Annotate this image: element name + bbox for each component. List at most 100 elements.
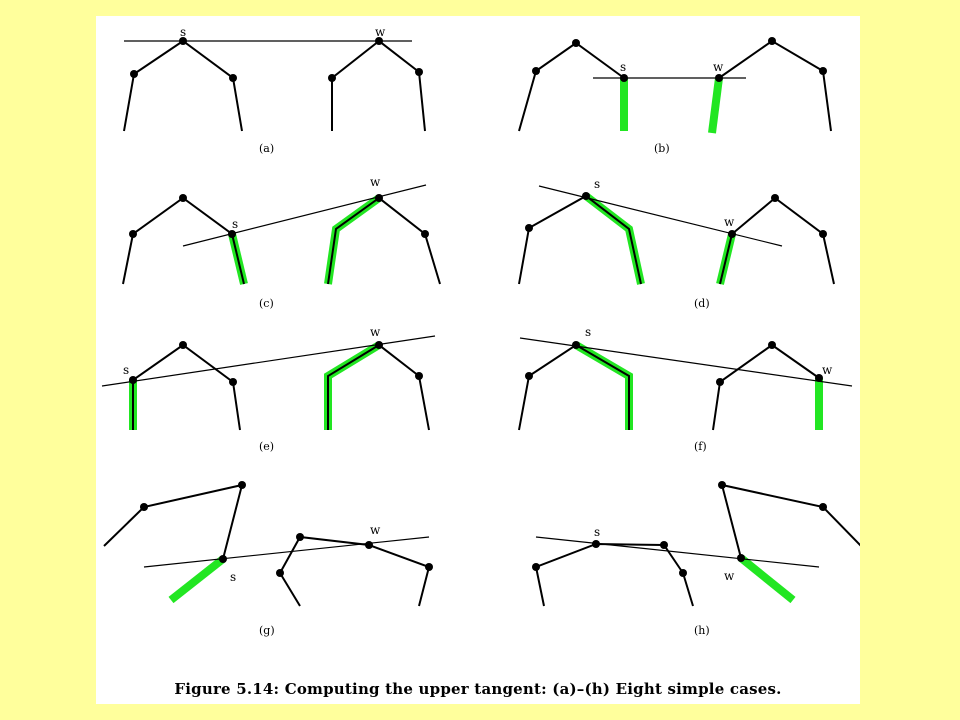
figure-caption: Figure 5.14: Computing the upper tangent…: [174, 680, 782, 698]
panel-f-s-label: s: [585, 325, 591, 339]
panel-b-vertex-3: [620, 74, 628, 82]
panel-h-vertex-3: [660, 541, 668, 549]
panel-d-s-label: s: [594, 177, 600, 191]
panel-b-vertex-6: [819, 67, 827, 75]
panel-e-vertex-3: [229, 378, 237, 386]
panel-g-vertex-5: [296, 533, 304, 541]
panel-b-vertex-5: [768, 37, 776, 45]
panel-f-hull-2: [712, 343, 820, 431]
panel-b-hull-1: [518, 41, 625, 132]
panel-d-hull-2: [719, 196, 835, 285]
panel-a-vertex-4: [328, 74, 336, 82]
panel-g-vertex-6: [365, 541, 373, 549]
upper-tangent-diagram: s w s w s w s w s w s w s w s w (a) (b) …: [101, 25, 860, 637]
panel-a-vertex-3: [229, 74, 237, 82]
panel-g-vertex-3: [219, 555, 227, 563]
panel-h-hull-2: [720, 483, 860, 559]
panel-a-vertex-2: [179, 37, 187, 45]
panel-d-vertex-2: [582, 192, 590, 200]
panel-a-vertex-1: [130, 70, 138, 78]
line-layer: [101, 39, 860, 607]
panel-c-highlight-edge-2: [324, 194, 382, 285]
panel-h-caption: (h): [694, 624, 710, 637]
panel-c-hull-2: [327, 196, 441, 285]
panel-e-w-label: w: [370, 325, 381, 339]
panel-c-vertex-2: [179, 194, 187, 202]
panel-f-vertex-3: [716, 378, 724, 386]
panel-f-vertex-2: [572, 341, 580, 349]
panel-d-vertex-3: [728, 230, 736, 238]
panel-f-vertex-5: [815, 374, 823, 382]
panel-g-vertex-2: [238, 481, 246, 489]
panel-f-vertex-1: [525, 372, 533, 380]
panel-f-highlight-edge-1: [573, 341, 633, 430]
panel-h-tangent-line: [535, 536, 820, 568]
panel-d-vertex-4: [771, 194, 779, 202]
panel-h-vertex-7: [819, 503, 827, 511]
panel-b-hull-2: [718, 39, 832, 132]
panel-f-caption: (f): [694, 440, 707, 453]
panel-c-vertex-3: [228, 230, 236, 238]
panel-c-vertex-5: [421, 230, 429, 238]
panel-f-vertex-4: [768, 341, 776, 349]
panel-e-vertex-5: [415, 372, 423, 380]
panel-h-hull-1: [534, 542, 694, 607]
panel-b-w-label: w: [713, 60, 724, 74]
panel-d-hull-1: [518, 194, 642, 285]
panel-g-hull-1: [103, 483, 244, 560]
panel-h-highlight-edge-1: [738, 554, 796, 604]
panel-c-vertex-1: [129, 230, 137, 238]
panel-d-vertex-1: [525, 224, 533, 232]
panel-g-w-label: w: [370, 523, 381, 537]
panel-g-hull-2: [278, 535, 431, 607]
panel-c-tangent-line: [182, 184, 427, 247]
panel-g-vertex-1: [140, 503, 148, 511]
panel-g-vertex-4: [276, 569, 284, 577]
panel-g-s-label: s: [230, 570, 236, 584]
panel-f-w-label: w: [822, 363, 833, 377]
figure-panel: s w s w s w s w s w s w s w s w (a) (b) …: [96, 16, 860, 704]
panel-h-w-label: w: [724, 569, 735, 583]
panel-a-vertex-6: [415, 68, 423, 76]
panel-e-s-label: s: [123, 363, 129, 377]
panel-h-vertex-2: [592, 540, 600, 548]
panel-h-s-label: s: [594, 525, 600, 539]
panel-e-hull-1: [132, 343, 241, 431]
panel-a-vertex-5: [375, 37, 383, 45]
panel-f-tangent-line: [519, 337, 853, 387]
panel-a-hull-2: [331, 39, 426, 132]
panel-d-vertex-5: [819, 230, 827, 238]
panel-b-caption: (b): [654, 142, 670, 155]
panel-d-w-label: w: [724, 215, 735, 229]
panel-b-vertex-4: [715, 74, 723, 82]
vertex-layer: [129, 37, 827, 577]
panel-b-s-label: s: [620, 60, 626, 74]
panel-a-caption: (a): [259, 142, 274, 155]
panel-h-vertex-6: [718, 481, 726, 489]
panel-h-vertex-4: [679, 569, 687, 577]
panel-e-caption: (e): [259, 440, 274, 453]
panel-c-caption: (c): [259, 297, 274, 310]
panel-c-hull-1: [122, 196, 245, 285]
panel-d-caption: (d): [694, 297, 710, 310]
panel-e-highlight-edge-2: [324, 341, 382, 430]
panel-a-w-label: w: [375, 25, 386, 39]
panel-b-highlight-edge-2: [708, 77, 723, 134]
panel-e-hull-2: [327, 343, 430, 431]
panel-e-vertex-1: [129, 376, 137, 384]
panel-h-vertex-5: [737, 554, 745, 562]
panel-g-caption: (g): [259, 624, 275, 637]
panel-f-hull-1: [518, 343, 630, 431]
panel-g-highlight-edge-1: [168, 555, 226, 604]
panel-a-hull-1: [123, 39, 243, 132]
panel-e-vertex-4: [375, 341, 383, 349]
panel-c-s-label: s: [232, 217, 238, 231]
panel-e-tangent-line: [101, 335, 436, 387]
panel-a-s-label: s: [180, 25, 186, 39]
panel-g-vertex-7: [425, 563, 433, 571]
highlight-layer: [129, 77, 823, 604]
panel-e-vertex-2: [179, 341, 187, 349]
panel-b-vertex-1: [532, 67, 540, 75]
panel-c-w-label: w: [370, 175, 381, 189]
